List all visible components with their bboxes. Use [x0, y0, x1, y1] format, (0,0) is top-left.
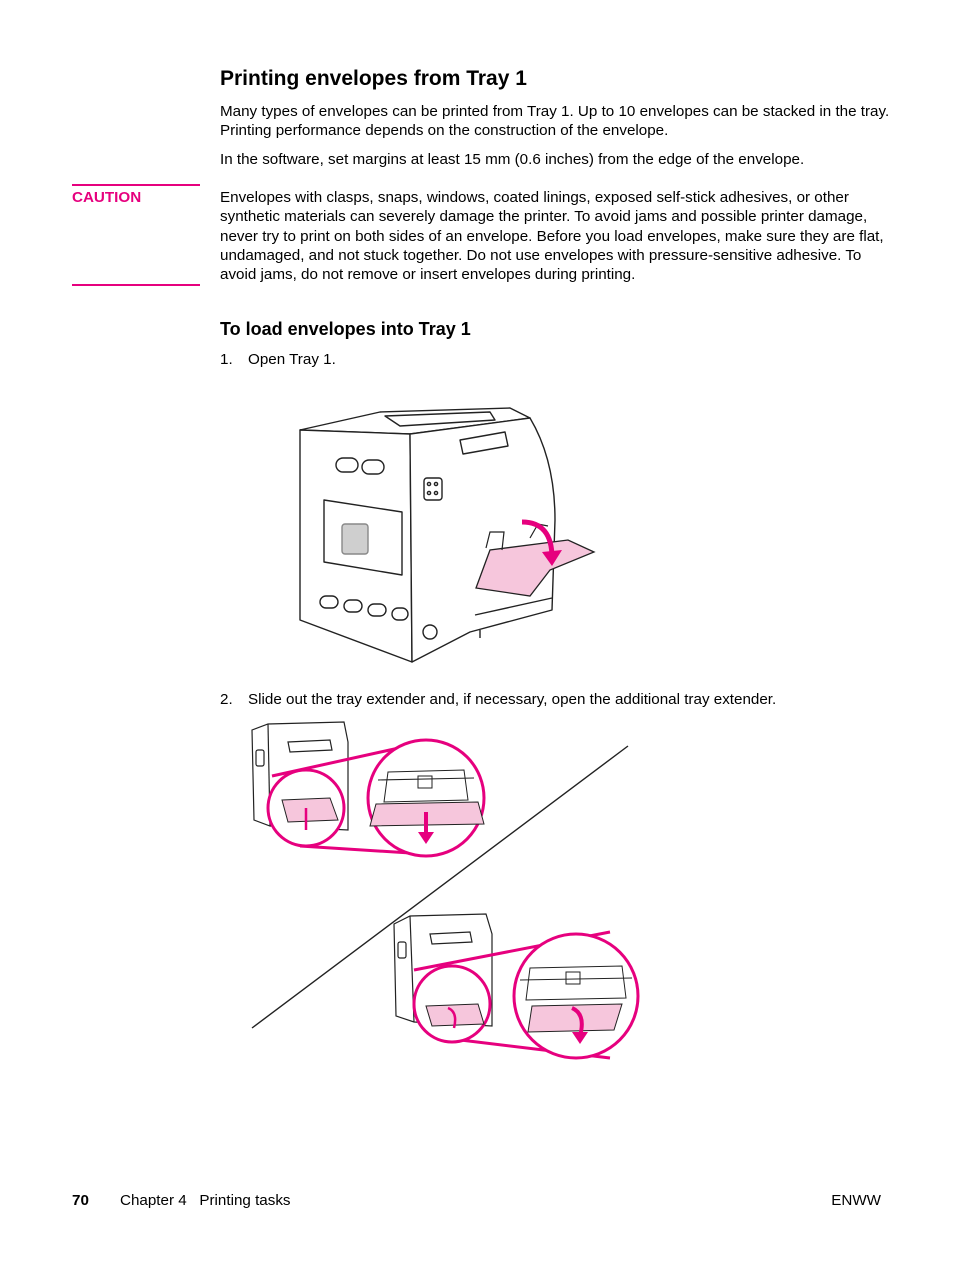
intro-paragraph-2: In the software, set margins at least 15… [220, 151, 805, 168]
step-1: 1. Open Tray 1. [220, 350, 336, 370]
printer-open-tray-illustration [299, 407, 596, 663]
footer-chapter: Chapter 4 Printing tasks [120, 1192, 291, 1209]
step-2-text: Slide out the tray extender and, if nece… [248, 691, 777, 708]
tray-extender-illustration [251, 721, 640, 1060]
intro-paragraph-1: Many types of envelopes can be printed f… [220, 103, 890, 140]
step-1-number: 1. [220, 351, 233, 368]
procedure-title: To load envelopes into Tray 1 [220, 319, 471, 339]
caution-label: CAUTION [72, 189, 142, 206]
caution-bottom-rule [72, 284, 200, 286]
footer-right-label: ENWW [831, 1192, 881, 1209]
step-1-text: Open Tray 1. [248, 351, 336, 368]
caution-top-rule [72, 184, 200, 186]
page-number: 70 [72, 1192, 89, 1209]
step-2: 2. Slide out the tray extender and, if ne… [220, 690, 776, 710]
caution-text: Envelopes with clasps, snaps, windows, c… [220, 189, 884, 284]
step-2-number: 2. [220, 691, 233, 708]
section-title: Printing envelopes from Tray 1 [220, 67, 527, 90]
